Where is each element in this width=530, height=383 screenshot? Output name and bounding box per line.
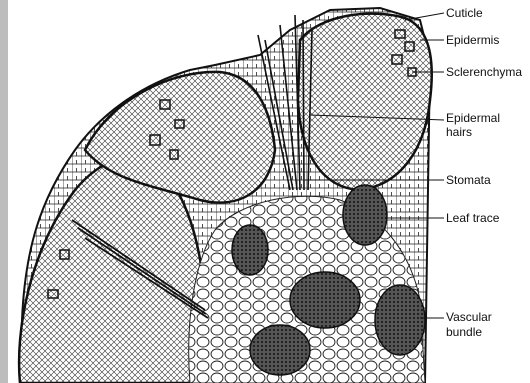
label-stomata: Stomata [446, 173, 491, 187]
vascular-bundle-bottom [250, 325, 310, 375]
label-vascular-bundle-line2: bundle [446, 325, 482, 339]
label-sclerenchyma: Sclerenchyma [446, 65, 522, 79]
label-vascular-bundle-line1: Vascular [446, 310, 492, 324]
leaf-trace [343, 185, 387, 245]
label-epidermal-hairs-line2: hairs [446, 125, 472, 139]
vascular-bundle-left [232, 225, 268, 275]
left-margin-strip [0, 0, 8, 383]
label-leaf-trace: Leaf trace [446, 211, 500, 225]
label-epidermis: Epidermis [446, 33, 499, 47]
label-epidermal-hairs-line1: Epidermal [446, 111, 500, 125]
label-cuticle: Cuticle [446, 6, 483, 20]
vascular-bundle-right [375, 285, 425, 355]
vascular-bundle-center [290, 272, 360, 328]
